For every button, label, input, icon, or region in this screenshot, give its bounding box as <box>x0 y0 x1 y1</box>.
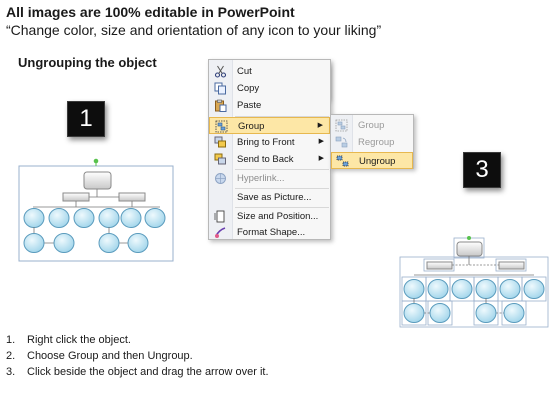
submenu-label: Ungroup <box>359 156 396 167</box>
menu-item-send-to-back[interactable]: Send to Back ▶ <box>209 151 330 168</box>
group-icon <box>215 120 228 133</box>
row-one-nodes <box>23 208 166 228</box>
menu-separator <box>235 169 329 170</box>
menu-label: Send to Back <box>237 154 294 165</box>
menu-item-format-shape[interactable]: Format Shape... <box>209 224 330 241</box>
menu-item-cut[interactable]: Cut <box>209 63 330 80</box>
size-position-icon <box>214 210 227 223</box>
instruction-number: 2. <box>6 350 16 362</box>
rotation-handle[interactable] <box>467 236 471 240</box>
menu-label: Paste <box>237 100 262 111</box>
menu-separator <box>235 188 329 189</box>
top-node <box>456 241 483 257</box>
instruction-step-1: 1. Right click the object. <box>6 332 269 348</box>
menu-separator <box>235 116 329 117</box>
menu-gutter <box>209 60 233 239</box>
mid-node-left <box>62 192 90 202</box>
rotation-handle[interactable] <box>93 158 99 164</box>
row-two-nodes <box>403 303 525 323</box>
paste-icon <box>214 99 227 112</box>
regroup-icon <box>335 136 348 149</box>
submenu-item-ungroup[interactable]: Ungroup <box>331 152 413 169</box>
menu-label: Copy <box>237 83 260 94</box>
header-title: All images are 100% editable in PowerPoi… <box>6 4 295 20</box>
step-badge-1: 1 <box>67 101 105 137</box>
menu-label: Format Shape... <box>237 227 306 238</box>
header-subtitle: “Change color, size and orientation of a… <box>6 22 382 38</box>
hyperlink-icon <box>214 172 227 185</box>
submenu-arrow-icon: ▶ <box>318 138 324 145</box>
submenu-item-group[interactable]: Group <box>331 117 413 134</box>
menu-label: Cut <box>237 66 252 77</box>
row-one-nodes <box>403 279 545 299</box>
instruction-number: 3. <box>6 366 16 378</box>
instruction-step-2: 2. Choose Group and then Ungroup. <box>6 348 269 364</box>
scissors-icon <box>214 65 227 78</box>
instruction-text: Choose Group and then Ungroup. <box>27 350 193 362</box>
instruction-step-3: 3. Click beside the object and drag the … <box>6 364 269 380</box>
ungroup-icon <box>336 155 349 168</box>
row-two-nodes <box>23 233 149 253</box>
mid-node-right <box>118 192 146 202</box>
menu-item-size-and-position[interactable]: Size and Position... <box>209 208 330 225</box>
menu-label: Save as Picture... <box>237 192 312 203</box>
format-shape-icon <box>214 226 227 239</box>
submenu-label: Group <box>358 120 385 131</box>
section-title: Ungrouping the object <box>18 55 157 70</box>
menu-label: Group <box>238 121 265 132</box>
menu-item-paste[interactable]: Paste <box>209 97 330 114</box>
menu-item-bring-to-front[interactable]: Bring to Front ▶ <box>209 134 330 151</box>
submenu-item-regroup[interactable]: Regroup <box>331 134 413 151</box>
mid-node-left <box>426 261 453 270</box>
bring-to-front-icon <box>214 136 227 149</box>
step-badge-3: 3 <box>463 152 501 188</box>
instruction-text: Click beside the object and drag the arr… <box>27 366 269 378</box>
menu-item-save-as-picture[interactable]: Save as Picture... <box>209 189 330 206</box>
group-submenu: Group Regroup Ungroup <box>330 114 414 169</box>
org-chart-ungrouped[interactable] <box>398 235 550 329</box>
mid-node-right <box>498 261 525 270</box>
submenu-arrow-icon: ▶ <box>318 155 324 162</box>
instructions-list: 1. Right click the object. 2. Choose Gro… <box>6 332 269 380</box>
send-to-back-icon <box>214 153 227 166</box>
menu-label: Bring to Front <box>237 137 295 148</box>
menu-item-hyperlink[interactable]: Hyperlink... <box>209 170 330 187</box>
context-menu: Cut Copy Paste Group ▶ Bring to Front ▶ … <box>208 59 331 240</box>
menu-item-copy[interactable]: Copy <box>209 80 330 97</box>
top-node <box>83 171 112 190</box>
group-icon <box>335 119 348 132</box>
instruction-text: Right click the object. <box>27 334 131 346</box>
instruction-number: 1. <box>6 334 16 346</box>
org-chart-grouped[interactable] <box>17 157 175 263</box>
submenu-arrow-icon: ▶ <box>317 122 323 129</box>
menu-label: Size and Position... <box>237 211 319 222</box>
menu-label: Hyperlink... <box>237 173 285 184</box>
submenu-label: Regroup <box>358 137 395 148</box>
menu-item-group[interactable]: Group ▶ <box>209 117 330 134</box>
menu-separator <box>235 207 329 208</box>
copy-icon <box>214 82 227 95</box>
